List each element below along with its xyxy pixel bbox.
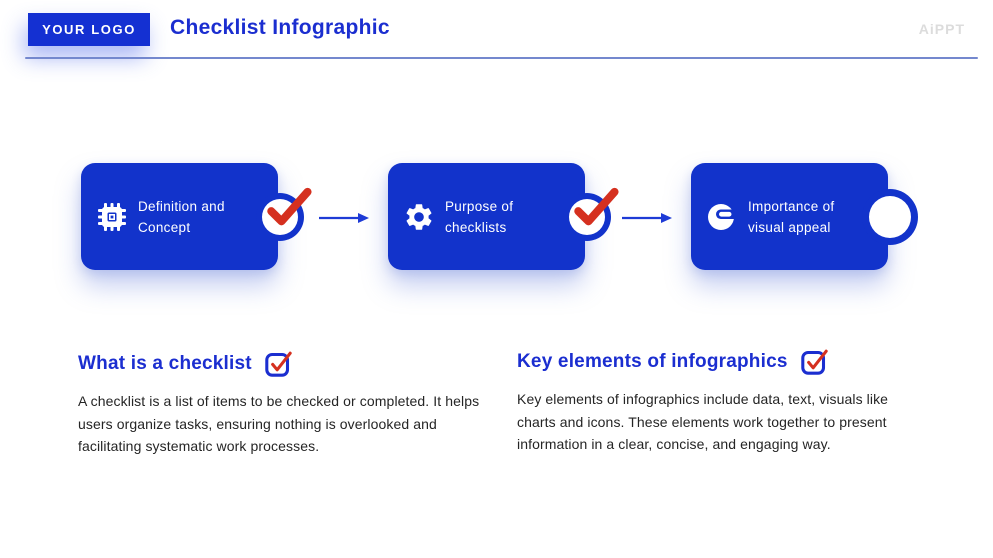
flow-arrow-icon (319, 213, 369, 223)
header-divider (25, 57, 978, 59)
watermark-text: AiPPT (918, 21, 965, 37)
checkbox-check-icon (800, 348, 828, 375)
step-check-circle (563, 187, 619, 241)
section-body: A checklist is a list of items to be che… (78, 393, 480, 454)
info-section-infographics: Key elements of infographics Key element… (517, 348, 903, 456)
step-card-purpose: Purpose of checklists (388, 163, 619, 270)
red-checkmark-icon (574, 187, 619, 225)
chip-icon (96, 201, 128, 233)
flow-arrow-icon (622, 213, 672, 223)
step-label: Importance of visual appeal (748, 198, 835, 235)
section-body: Key elements of infographics include dat… (517, 391, 889, 452)
step-label: Definition and Concept (138, 198, 225, 235)
page-title: Checklist Infographic (170, 16, 390, 39)
section-heading: What is a checklist (78, 352, 252, 374)
step-empty-circle (862, 188, 918, 245)
checkbox-check-icon (265, 350, 292, 377)
red-checkmark-icon (267, 187, 312, 225)
check-circle-face (869, 195, 911, 238)
step-label: Purpose of checklists (445, 198, 514, 235)
step-check-circle (256, 187, 312, 241)
step-card-definition: Definition and Concept (81, 163, 312, 270)
logo-badge: YOUR LOGO (28, 13, 150, 46)
gear-icon (403, 201, 435, 233)
step-card-importance: Importance of visual appeal (691, 163, 918, 270)
logo-text: YOUR LOGO (42, 22, 136, 37)
info-section-checklist: What is a checklist A checklist is a lis… (78, 350, 480, 458)
section-heading: Key elements of infographics (517, 350, 788, 372)
visor-icon (706, 201, 738, 233)
